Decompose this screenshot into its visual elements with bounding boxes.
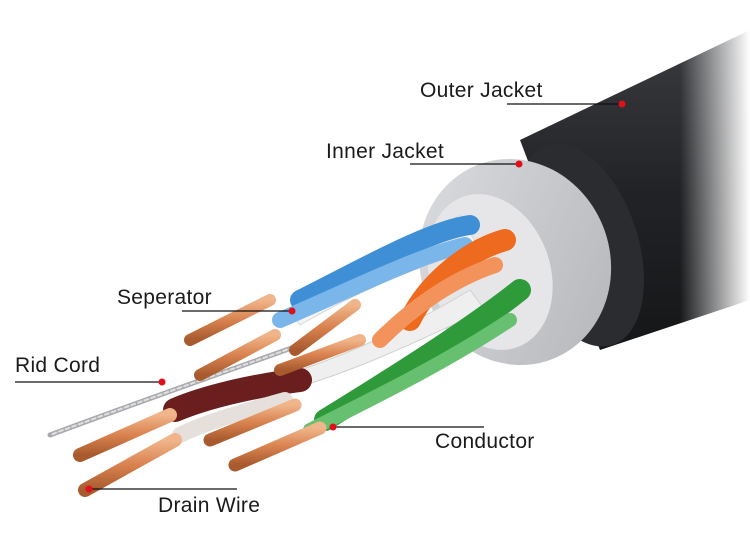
callout-dot-rid-cord	[158, 378, 166, 386]
copper-conductors	[73, 294, 366, 497]
brown-pair	[163, 368, 312, 443]
fade-overlay	[680, 0, 750, 553]
blue-pair	[272, 215, 480, 328]
orange-pair	[372, 229, 516, 348]
callout-dot-drain-wire	[85, 485, 93, 493]
label-separator: Seperator	[117, 286, 212, 309]
callout-dots	[85, 100, 626, 493]
callout-dot-separator	[288, 307, 296, 315]
callout-dot-outer-jacket	[618, 100, 626, 108]
label-outer-jacket: Outer Jacket	[420, 79, 543, 102]
green-pair	[303, 279, 531, 437]
label-drain-wire: Drain Wire	[158, 494, 261, 517]
label-inner-jacket: Inner Jacket	[326, 140, 444, 163]
label-rid-cord: Rid Cord	[15, 354, 101, 377]
callout-dot-conductor	[329, 423, 337, 431]
callouts	[15, 103, 622, 490]
callout-dot-inner-jacket	[515, 160, 523, 168]
label-conductor: Conductor	[435, 430, 535, 453]
rip-cord	[47, 342, 303, 438]
